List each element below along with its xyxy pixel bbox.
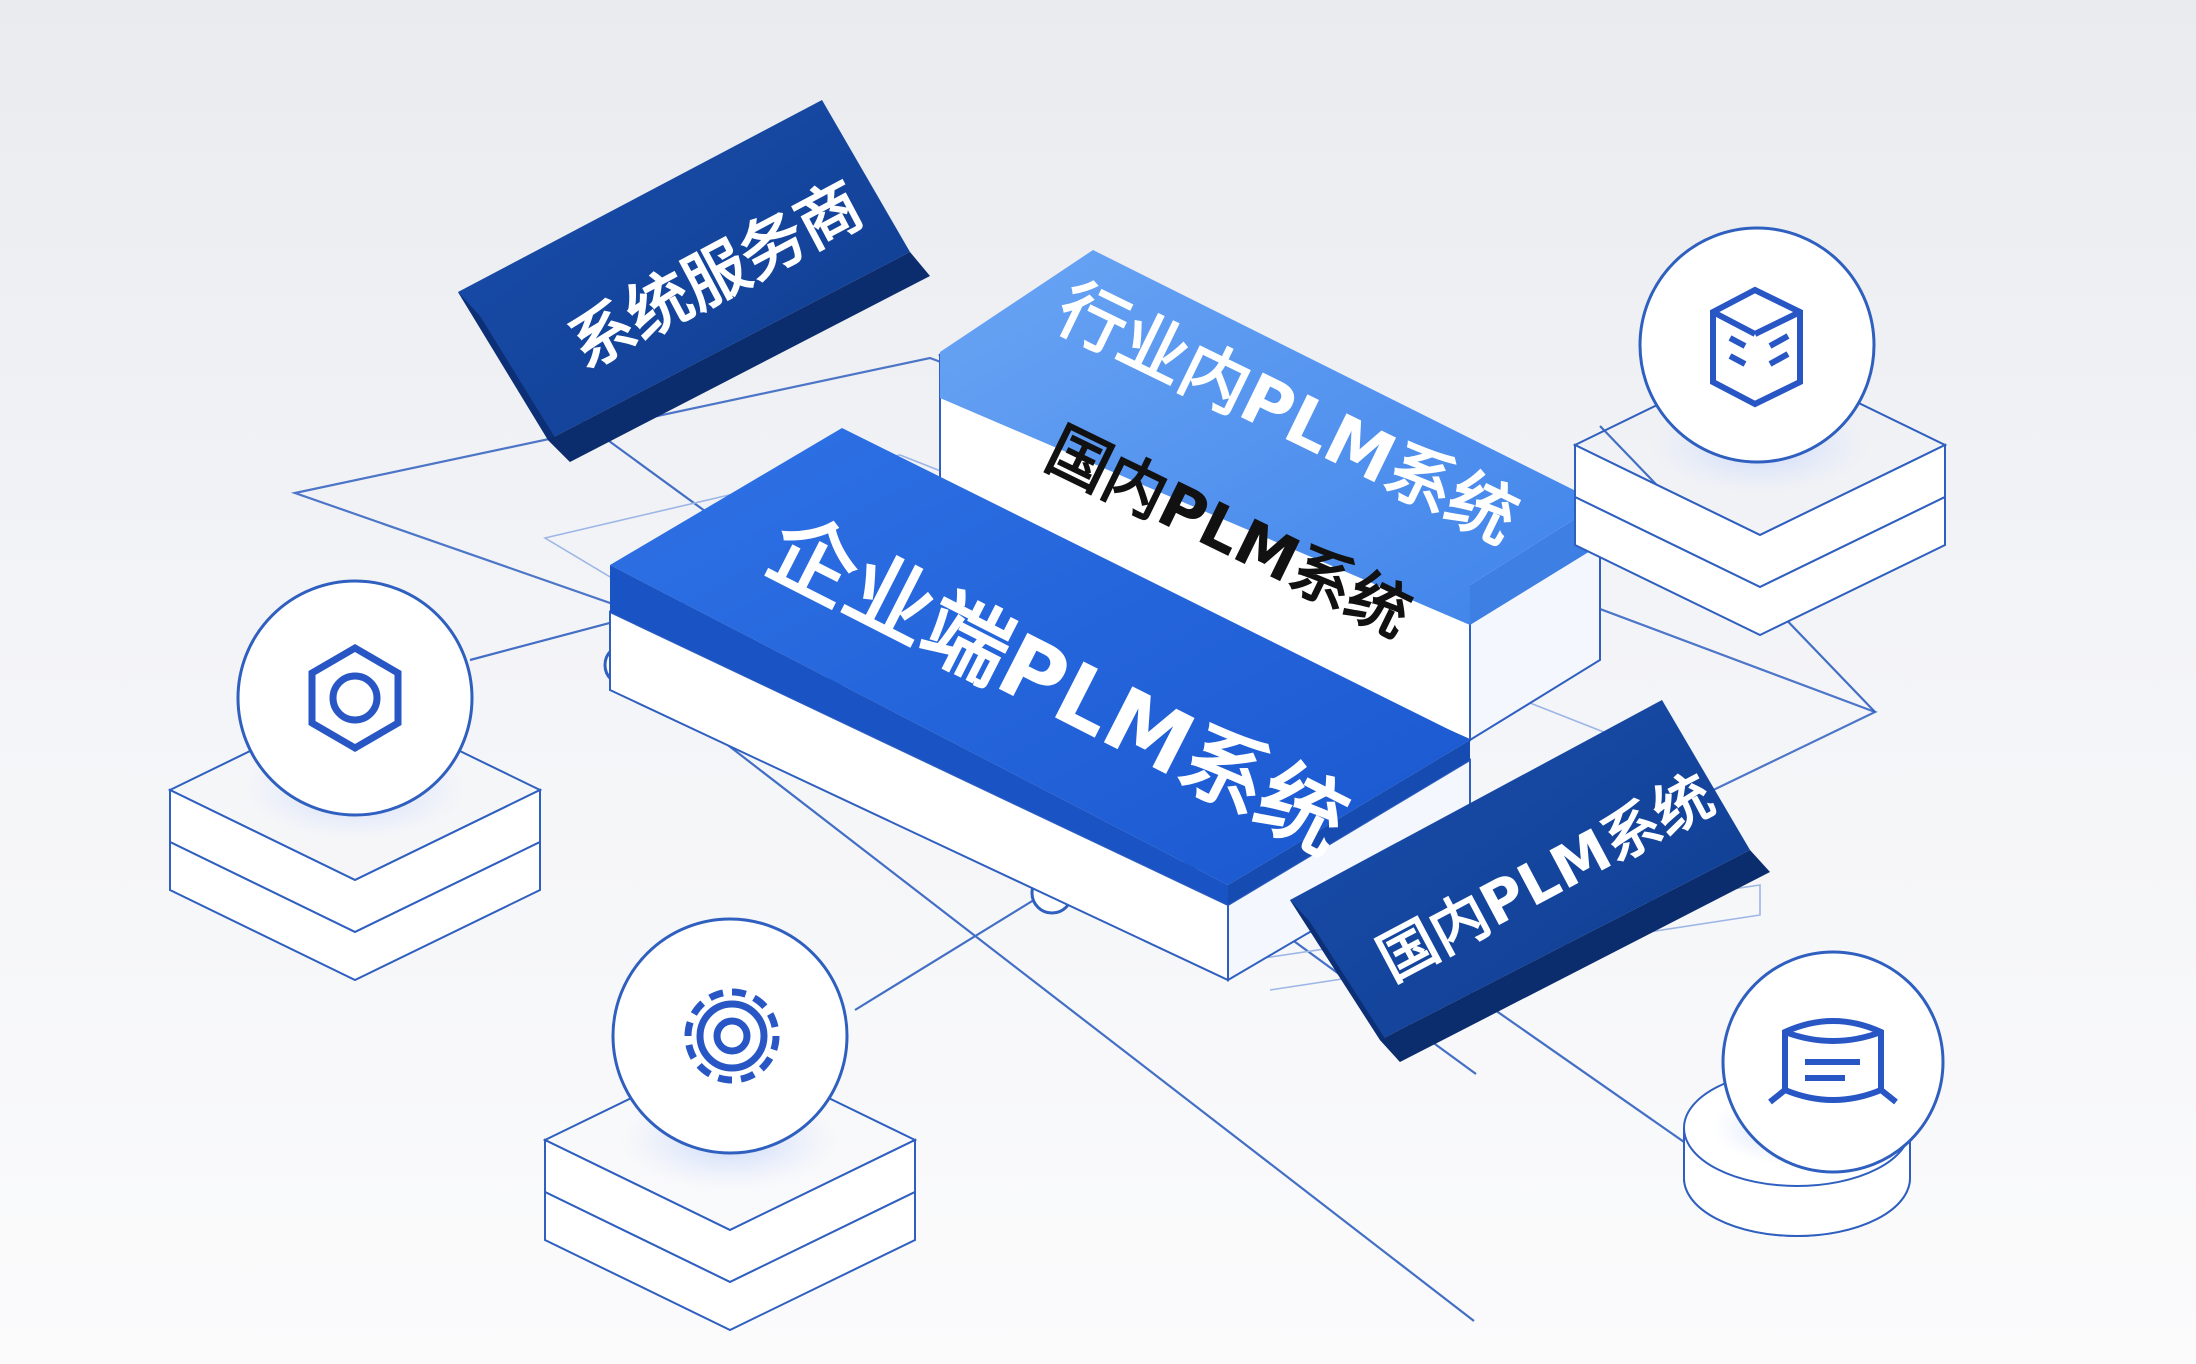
enterprise-plm-block: 企业端PLM系统 [609, 428, 1471, 982]
database-icon [1768, 1018, 1898, 1105]
left-node [167, 579, 543, 982]
hexagon-nut-icon [308, 643, 402, 753]
bottom-node [542, 917, 918, 1332]
document-cube-icon [1710, 286, 1803, 408]
bottom-right-node [1683, 950, 1945, 1237]
top-right-node [1572, 226, 1948, 637]
gear-icon [684, 988, 780, 1084]
